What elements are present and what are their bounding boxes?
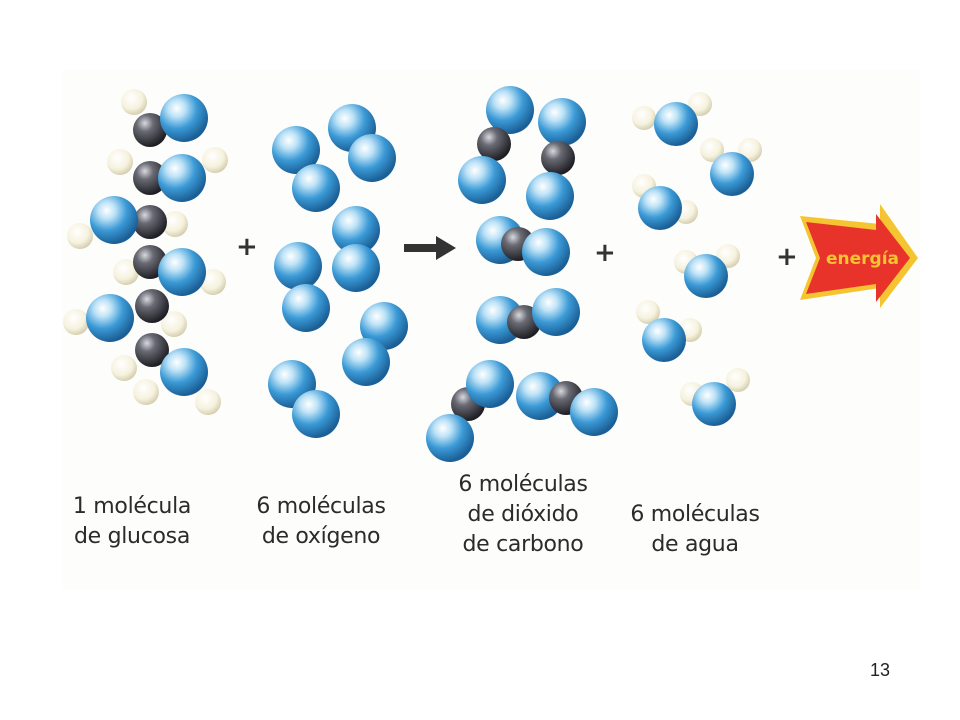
glucose-molecule bbox=[63, 89, 228, 415]
oxygen-label: 6 moléculas de oxígeno bbox=[246, 492, 396, 552]
co2-label-line: de carbono bbox=[462, 532, 584, 557]
slide-number: 13 bbox=[870, 660, 891, 680]
oxygen-label-line: de oxígeno bbox=[261, 524, 381, 549]
water-label-line: 6 moléculas bbox=[630, 502, 760, 527]
co2-molecules bbox=[426, 86, 618, 462]
oxygen-molecules bbox=[268, 104, 408, 438]
water-label: 6 moléculas de agua bbox=[620, 500, 770, 560]
glucose-label-line: 1 molécula bbox=[72, 494, 192, 519]
co2-label-line: 6 moléculas bbox=[458, 472, 588, 497]
glucose-label: 1 molécula de glucosa bbox=[62, 492, 202, 552]
co2-label: 6 moléculas de dióxido de carbono bbox=[448, 470, 598, 560]
water-molecules bbox=[632, 92, 762, 426]
energy-label: energía bbox=[826, 249, 899, 269]
co2-label-line: de dióxido bbox=[467, 502, 579, 527]
glucose-label-line: de glucosa bbox=[73, 524, 190, 549]
water-label-line: de agua bbox=[651, 532, 739, 557]
oxygen-label-line: 6 moléculas bbox=[256, 494, 386, 519]
energy-arrow: energía bbox=[800, 204, 918, 308]
plus-operator: + bbox=[776, 242, 798, 272]
plus-operator: + bbox=[594, 238, 616, 268]
reaction-arrow bbox=[404, 236, 456, 260]
plus-operator: + bbox=[236, 232, 258, 262]
